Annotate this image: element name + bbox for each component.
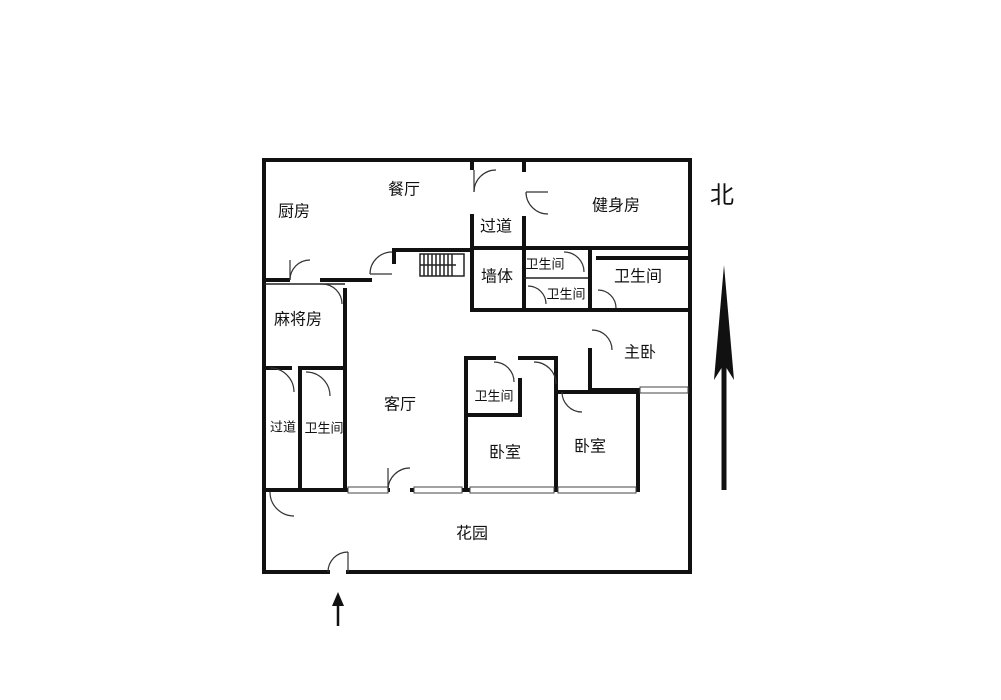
room-label-dining: 餐厅 — [388, 180, 420, 199]
room-label-garden: 花园 — [456, 524, 488, 543]
stairs — [419, 253, 465, 277]
room-label-kitchen: 厨房 — [278, 202, 310, 221]
north-arrow-icon — [714, 265, 734, 490]
room-label-bath-a: 卫生间 — [525, 258, 564, 273]
room-label-bedroom-1: 卧室 — [489, 443, 521, 462]
outer-walls — [262, 158, 692, 574]
room-label-mahjong: 麻将房 — [274, 310, 322, 329]
room-label-gym: 健身房 — [592, 196, 640, 215]
room-label-bedroom-2: 卧室 — [574, 437, 606, 456]
entrance-arrow-icon — [332, 592, 344, 626]
room-label-passage-left: 过道 — [270, 421, 296, 436]
room-label-bath-inner: 卫生间 — [474, 390, 513, 405]
room-label-bath-master: 卫生间 — [614, 267, 662, 286]
doors — [269, 169, 617, 573]
room-label-master-bedroom: 主卧 — [624, 343, 656, 362]
room-label-living: 客厅 — [384, 395, 416, 414]
room-label-bath-left: 卫生间 — [304, 422, 343, 437]
windows — [347, 386, 689, 494]
room-label-bath-b: 卫生间 — [546, 288, 585, 303]
room-label-passage-top: 过道 — [480, 217, 512, 236]
room-label-wall-block: 墙体 — [481, 267, 513, 286]
compass-label: 北 — [710, 181, 734, 209]
